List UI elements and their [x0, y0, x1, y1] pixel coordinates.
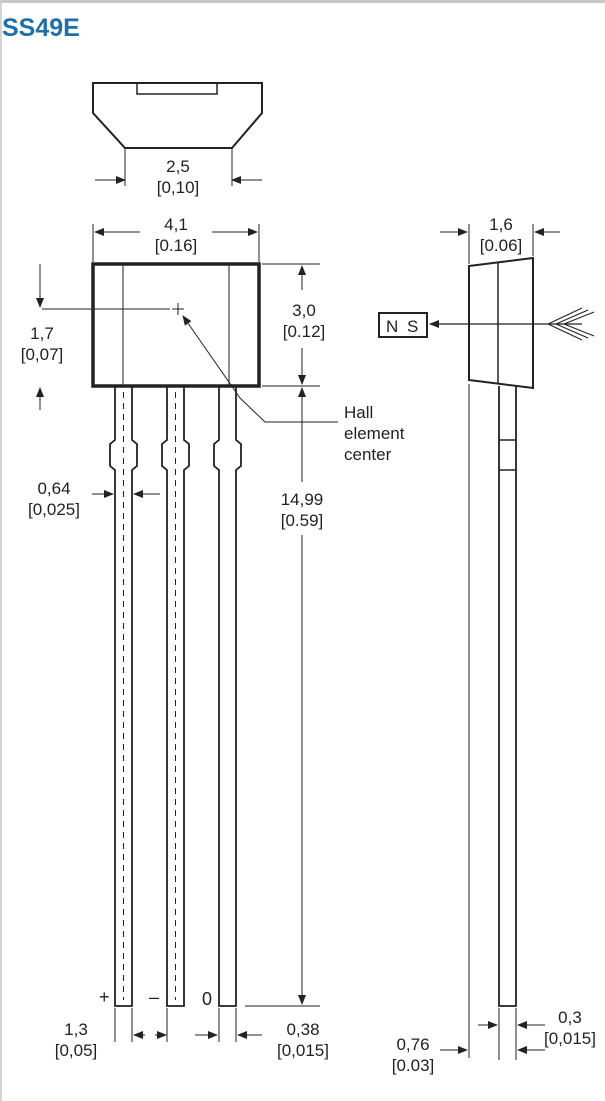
hall-label-line2: element [344, 424, 405, 443]
lead-pitch-mm: 1,3 [64, 1020, 88, 1039]
top-rule [0, 0, 605, 3]
lead-tip-mm: 0,38 [286, 1020, 319, 1039]
magnet-s-label: S [407, 317, 418, 336]
top-width-in: [0,10] [157, 178, 200, 197]
side-thickness-mm: 1,6 [489, 215, 513, 234]
lead-pitch-in: [0,05] [55, 1041, 98, 1060]
front-leads [109, 386, 242, 1007]
hall-label-line1: Hall [344, 403, 373, 422]
lead-length-in: [0.59] [281, 511, 324, 530]
hall-label-line3: center [344, 445, 392, 464]
side-lead-thick-in: [0,015] [544, 1029, 596, 1048]
pin-zero-label: 0 [202, 989, 212, 1009]
side-lead-in: [0.03] [392, 1056, 435, 1075]
lead-width-in: [0,025] [28, 500, 80, 519]
hall-offset-in: [0,07] [21, 345, 64, 364]
magnet-box [378, 312, 428, 338]
side-view [429, 224, 595, 1060]
side-lead-mm: 0,76 [396, 1035, 429, 1054]
front-body [36, 224, 338, 423]
side-thickness-in: [0.06] [480, 236, 523, 255]
pin-plus-label: + [99, 987, 110, 1007]
page-title: SS49E [2, 14, 80, 42]
lead-length-mm: 14,99 [281, 490, 324, 509]
body-height-in: [0.12] [283, 322, 326, 341]
left-rule [0, 3, 2, 1101]
body-width-mm: 4,1 [164, 215, 188, 234]
top-width-mm: 2,5 [166, 157, 190, 176]
hall-offset-mm: 1,7 [30, 324, 54, 343]
pin-minus-label: – [149, 987, 159, 1007]
lead-width-mm: 0,64 [37, 479, 70, 498]
body-width-in: [0.16] [155, 236, 198, 255]
body-height-mm: 3,0 [292, 301, 316, 320]
lead-tip-in: [0,015] [277, 1041, 329, 1060]
side-lead-thick-mm: 0,3 [558, 1008, 582, 1027]
top-view [92, 82, 263, 186]
magnet-n-label: N [386, 317, 398, 336]
